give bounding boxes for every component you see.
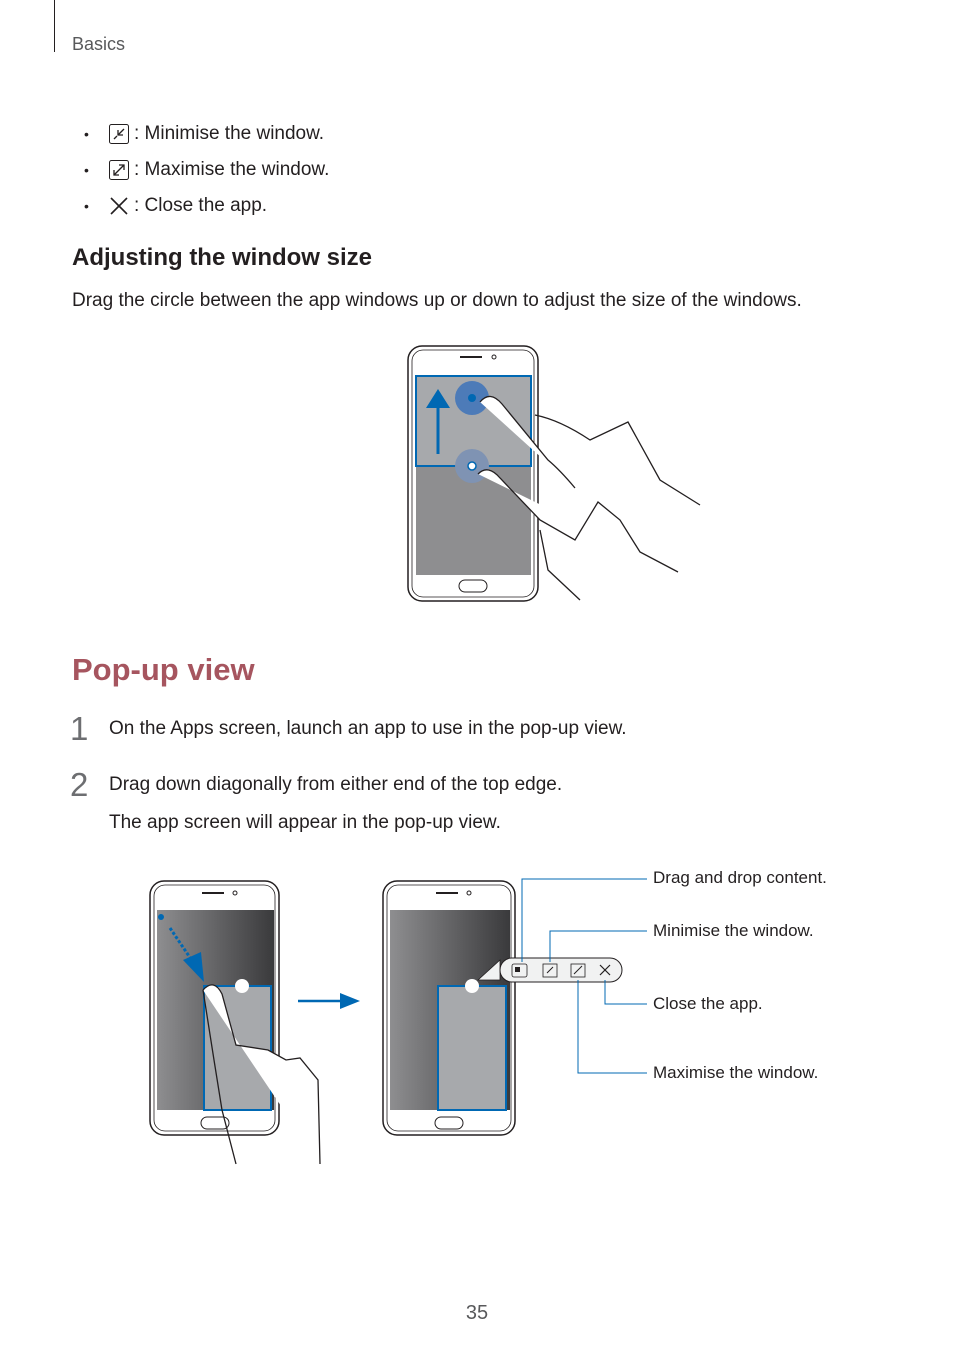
step-number: 1 — [70, 710, 89, 747]
callout-maximise: Maximise the window. — [653, 1063, 819, 1082]
section-heading-adjust: Adjusting the window size — [72, 244, 372, 271]
callout-close: Close the app. — [653, 994, 763, 1013]
minimise-icon — [109, 124, 129, 144]
callout-minimise: Minimise the window. — [653, 921, 814, 940]
section-heading-popup: Pop-up view — [72, 652, 255, 687]
step-text: Drag down diagonally from either end of … — [109, 774, 563, 795]
page-number: 35 — [465, 1302, 489, 1324]
maximise-icon — [109, 160, 129, 180]
step-note: The app screen will appear in the pop-up… — [109, 812, 501, 833]
header-rule — [54, 0, 55, 52]
close-icon — [110, 197, 128, 215]
step-text: On the Apps screen, launch an app to use… — [109, 718, 627, 739]
callout-drag-drop: Drag and drop content. — [653, 868, 827, 887]
step-number: 2 — [70, 766, 89, 803]
section-header: Basics — [72, 34, 126, 54]
adjust-description: Drag the circle between the app windows … — [72, 290, 802, 311]
